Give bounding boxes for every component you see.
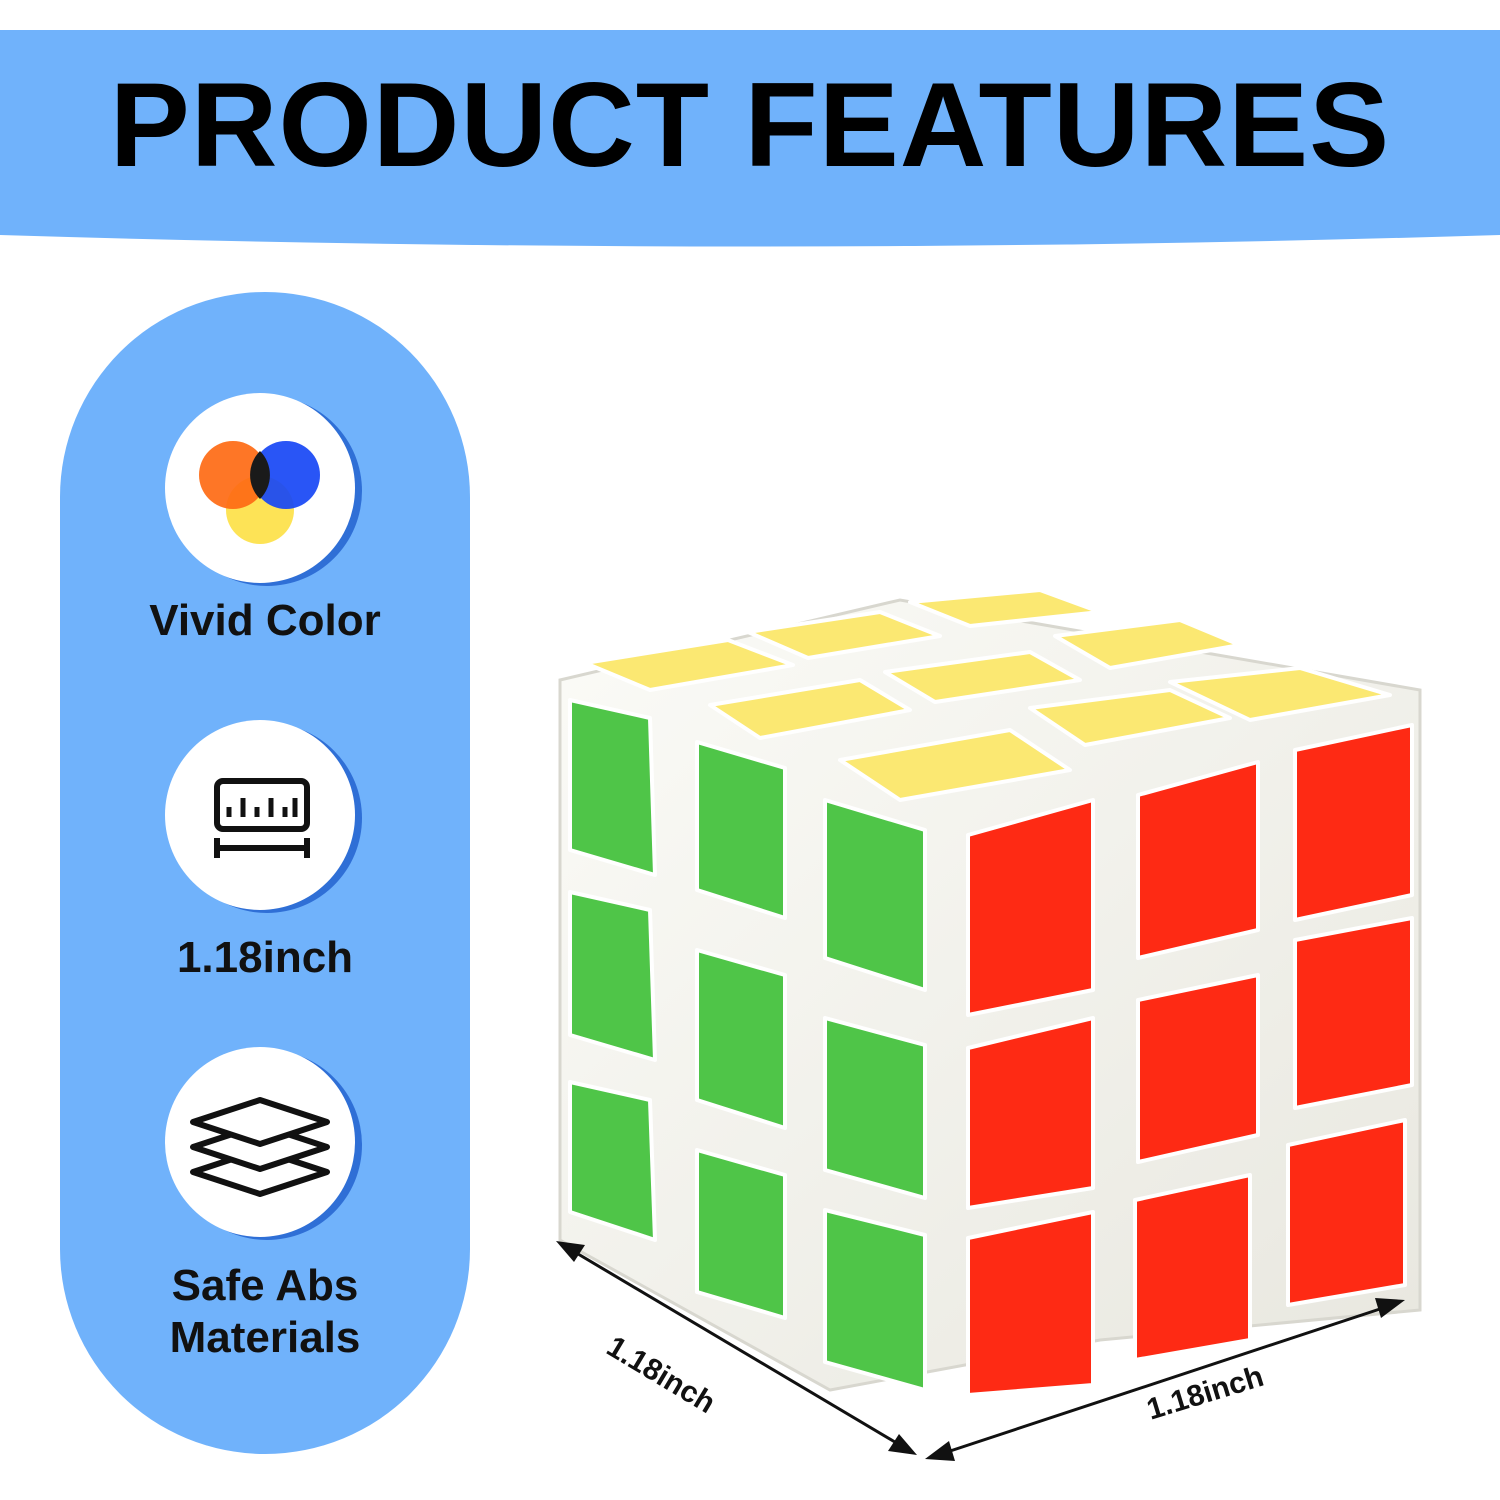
front-sticker [966,1210,1095,1397]
ruler-icon [214,778,310,858]
features-panel: Vivid Color 1.18inch Safe Abs Materials [60,292,470,1454]
left-sticker [568,1080,657,1242]
top-sticker [883,650,1082,704]
top-sticker [746,610,942,660]
color-circles-icon [199,441,320,544]
depth-dimension-arrow [556,1241,917,1455]
front-sticker [1136,973,1260,1164]
feature-vivid-color-label: Vivid Color [149,596,381,645]
left-sticker [695,948,787,1130]
feature-materials-badge [165,1047,355,1237]
top-sticker [838,728,1072,802]
left-sticker [823,798,927,992]
top-sticker [583,638,795,692]
cube-stickers [568,588,1414,1397]
left-sticker [823,1016,927,1200]
front-sticker [1136,760,1260,960]
feature-size-label: 1.18inch [176,933,354,982]
feature-vivid-color-badge [165,393,355,583]
front-sticker [1286,1118,1407,1307]
width-dimension-arrow [925,1298,1405,1461]
left-sticker [568,890,657,1062]
header-banner [0,30,1500,247]
top-sticker [1028,688,1232,747]
left-sticker [695,740,787,920]
front-sticker [1133,1173,1252,1362]
feature-materials-label: Safe Abs Materials [60,1260,470,1364]
top-sticker [1053,618,1242,670]
feature-materials-line-1: Safe Abs [171,1261,359,1310]
front-sticker [966,1016,1095,1210]
top-sticker [908,588,1102,628]
front-sticker [966,798,1095,1017]
top-sticker [708,678,912,740]
front-sticker [1293,723,1414,922]
left-sticker [568,698,657,877]
page-title: PRODUCT FEATURES [109,58,1391,192]
front-sticker [1293,916,1414,1110]
feature-size-badge [165,720,355,910]
layers-icon [190,1097,330,1197]
left-sticker [823,1208,927,1392]
top-sticker [1168,666,1392,722]
left-sticker [695,1148,787,1320]
feature-materials-line-2: Materials [169,1313,361,1362]
